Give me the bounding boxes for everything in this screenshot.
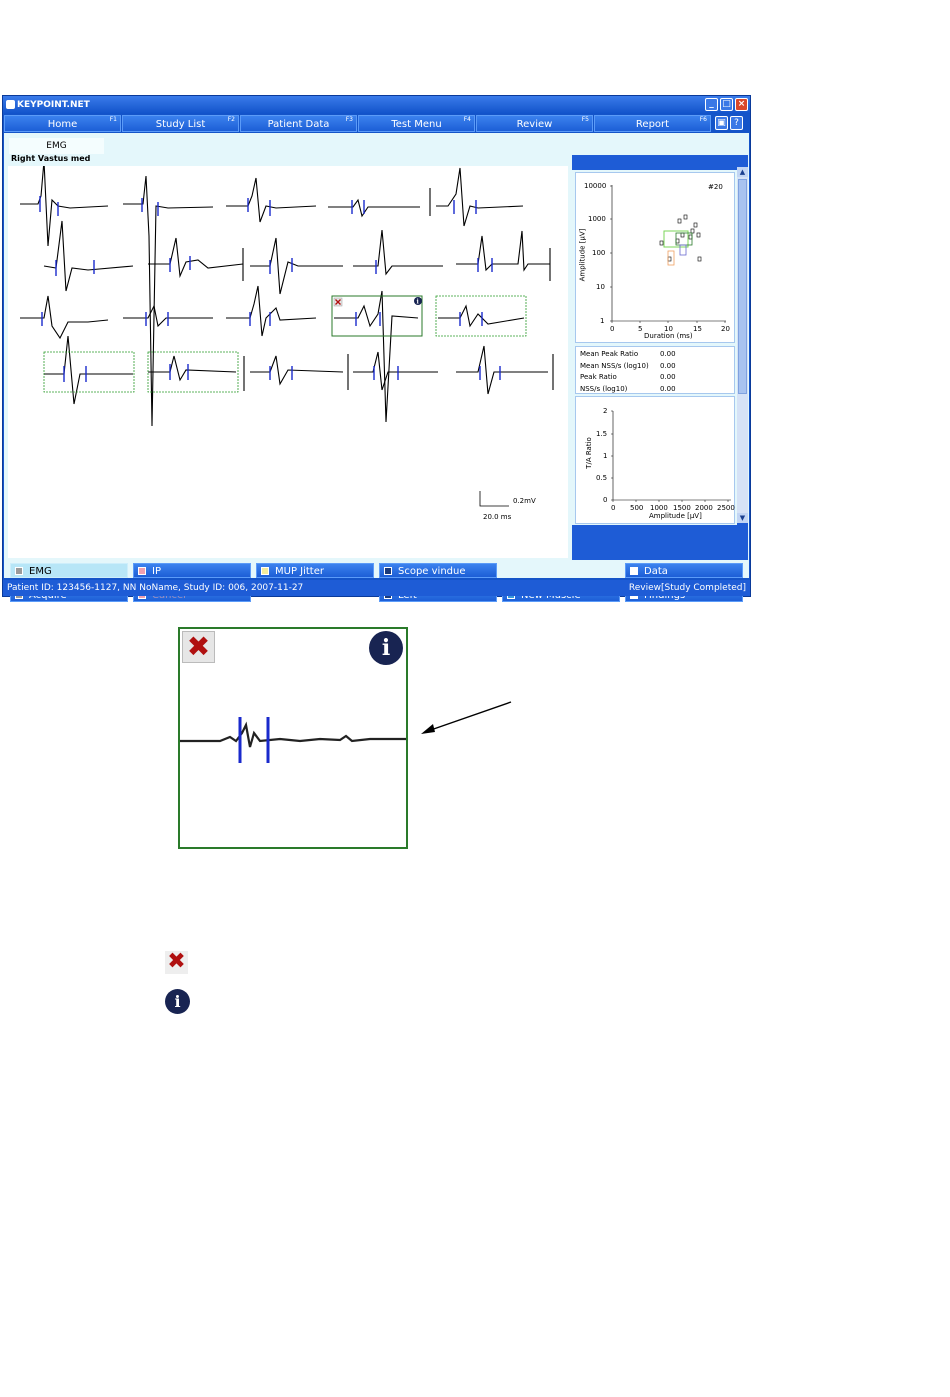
ta-plot-axes xyxy=(611,410,731,502)
help-button[interactable]: ? xyxy=(730,116,743,130)
emg-color-swatch xyxy=(15,567,23,575)
ta-ytick: 1.5 xyxy=(596,430,608,438)
ta-ytick: 0 xyxy=(603,496,608,504)
zoomed-mup-box: ✖ i xyxy=(178,627,408,849)
info-legend-icon: i xyxy=(165,989,190,1014)
scale-time: 20.0 ms xyxy=(483,513,512,521)
title-bar: KEYPOINT.NET _ □ × xyxy=(3,96,750,114)
ta-ratio-plot: 2 1.5 1 0.5 0 0 500 1000 1500 2000 2500 … xyxy=(575,396,735,524)
tab-emg[interactable]: EMG xyxy=(9,138,104,154)
scatter-xtick: 15 xyxy=(693,325,702,333)
ip-color-swatch xyxy=(138,567,146,575)
mup-traces: i xyxy=(20,160,554,507)
data-color-swatch xyxy=(630,567,638,575)
stat-value: 0.00 xyxy=(660,384,676,393)
scatter-ytick: 1 xyxy=(600,317,605,325)
zoomed-trace xyxy=(180,717,406,763)
info-icon[interactable]: i xyxy=(369,631,403,665)
scroll-down-icon[interactable]: ▼ xyxy=(737,513,748,523)
ta-xtick: 0 xyxy=(611,504,616,512)
status-bar: Patient ID: 123456-1127, NN NoName, Stud… xyxy=(3,580,750,596)
duration-amplitude-scatter: #20 10000 1000 100 10 1 0 5 10 15 20 Dur… xyxy=(575,172,735,343)
print-icon[interactable]: ▣ xyxy=(715,116,728,130)
scroll-thumb[interactable] xyxy=(738,179,747,394)
ta-xtick: 500 xyxy=(630,504,644,512)
app-icon xyxy=(6,100,15,109)
ta-xtick: 1000 xyxy=(650,504,668,512)
analysis-pane: #20 10000 1000 100 10 1 0 5 10 15 20 Dur… xyxy=(572,155,748,560)
ta-ytick: 0.5 xyxy=(596,474,608,482)
scatter-xtick: 0 xyxy=(610,325,615,333)
ta-ylabel: T/A Ratio xyxy=(584,437,593,469)
scroll-up-icon[interactable]: ▲ xyxy=(737,167,748,177)
pointer-arrow xyxy=(421,701,512,734)
stats-panel: Mean Peak Ratio 0.00 Mean NSS/s (log10) 0.… xyxy=(575,346,735,394)
stat-value: 0.00 xyxy=(660,361,676,370)
delete-legend-icon: ✖ xyxy=(165,951,188,974)
scatter-ytick: 1000 xyxy=(588,215,606,223)
analysis-scrollbar[interactable]: ▲ ▼ xyxy=(737,167,748,523)
stat-value: 0.00 xyxy=(660,373,676,381)
maximize-button[interactable]: □ xyxy=(720,98,733,111)
emg-button[interactable]: EMG xyxy=(10,563,128,578)
scatter-ylabel: Amplitude [µV] xyxy=(578,228,587,282)
stat-label: NSS/s (log10) xyxy=(580,384,628,393)
scatter-plot xyxy=(610,185,726,323)
svg-text:i: i xyxy=(417,299,420,306)
minimize-button[interactable]: _ xyxy=(705,98,718,111)
ta-xtick: 1500 xyxy=(673,504,691,512)
scope-color-swatch xyxy=(384,567,392,575)
data-button[interactable]: Data xyxy=(625,563,743,578)
scope-vindue-button[interactable]: Scope vindue xyxy=(379,563,497,578)
mup-jitter-color-swatch xyxy=(261,567,269,575)
scatter-xtick: 5 xyxy=(638,325,643,333)
stat-label: Mean Peak Ratio xyxy=(580,350,639,358)
status-patient-info: Patient ID: 123456-1127, NN NoName, Stud… xyxy=(7,583,304,593)
stat-label: Mean NSS/s (log10) xyxy=(580,361,649,370)
delete-icon[interactable]: ✖ xyxy=(182,631,215,663)
scatter-xlabel: Duration (ms) xyxy=(644,332,693,340)
scatter-ytick: 10000 xyxy=(584,182,607,190)
scale-amplitude: 0.2mV xyxy=(513,497,536,505)
stat-label: Peak Ratio xyxy=(580,373,617,381)
scatter-ytick: 100 xyxy=(592,249,606,257)
muscle-label: Right Vastus med xyxy=(11,154,91,163)
scatter-xtick: 20 xyxy=(721,325,730,333)
mup-count-badge: #20 xyxy=(708,183,723,191)
ta-xlabel: Amplitude [µV] xyxy=(649,512,702,520)
ip-button[interactable]: IP xyxy=(133,563,251,578)
main-content: EMG Right Vastus med xyxy=(4,133,749,602)
ta-ytick: 1 xyxy=(603,452,608,460)
ta-xtick: 2000 xyxy=(695,504,713,512)
mup-trace-grid[interactable]: i 0.2mV 20.0 ms xyxy=(8,160,568,558)
stat-value: 0.00 xyxy=(660,350,676,358)
ta-ytick: 2 xyxy=(603,407,608,415)
window-title: KEYPOINT.NET xyxy=(17,100,90,110)
ta-xtick: 2500 xyxy=(717,504,735,512)
status-state: Review[Study Completed] xyxy=(628,583,746,593)
scatter-ytick: 10 xyxy=(596,283,605,291)
mup-jitter-button[interactable]: MUP Jitter xyxy=(256,563,374,578)
close-button[interactable]: × xyxy=(735,98,748,111)
scatter-xtick: 10 xyxy=(664,325,673,333)
